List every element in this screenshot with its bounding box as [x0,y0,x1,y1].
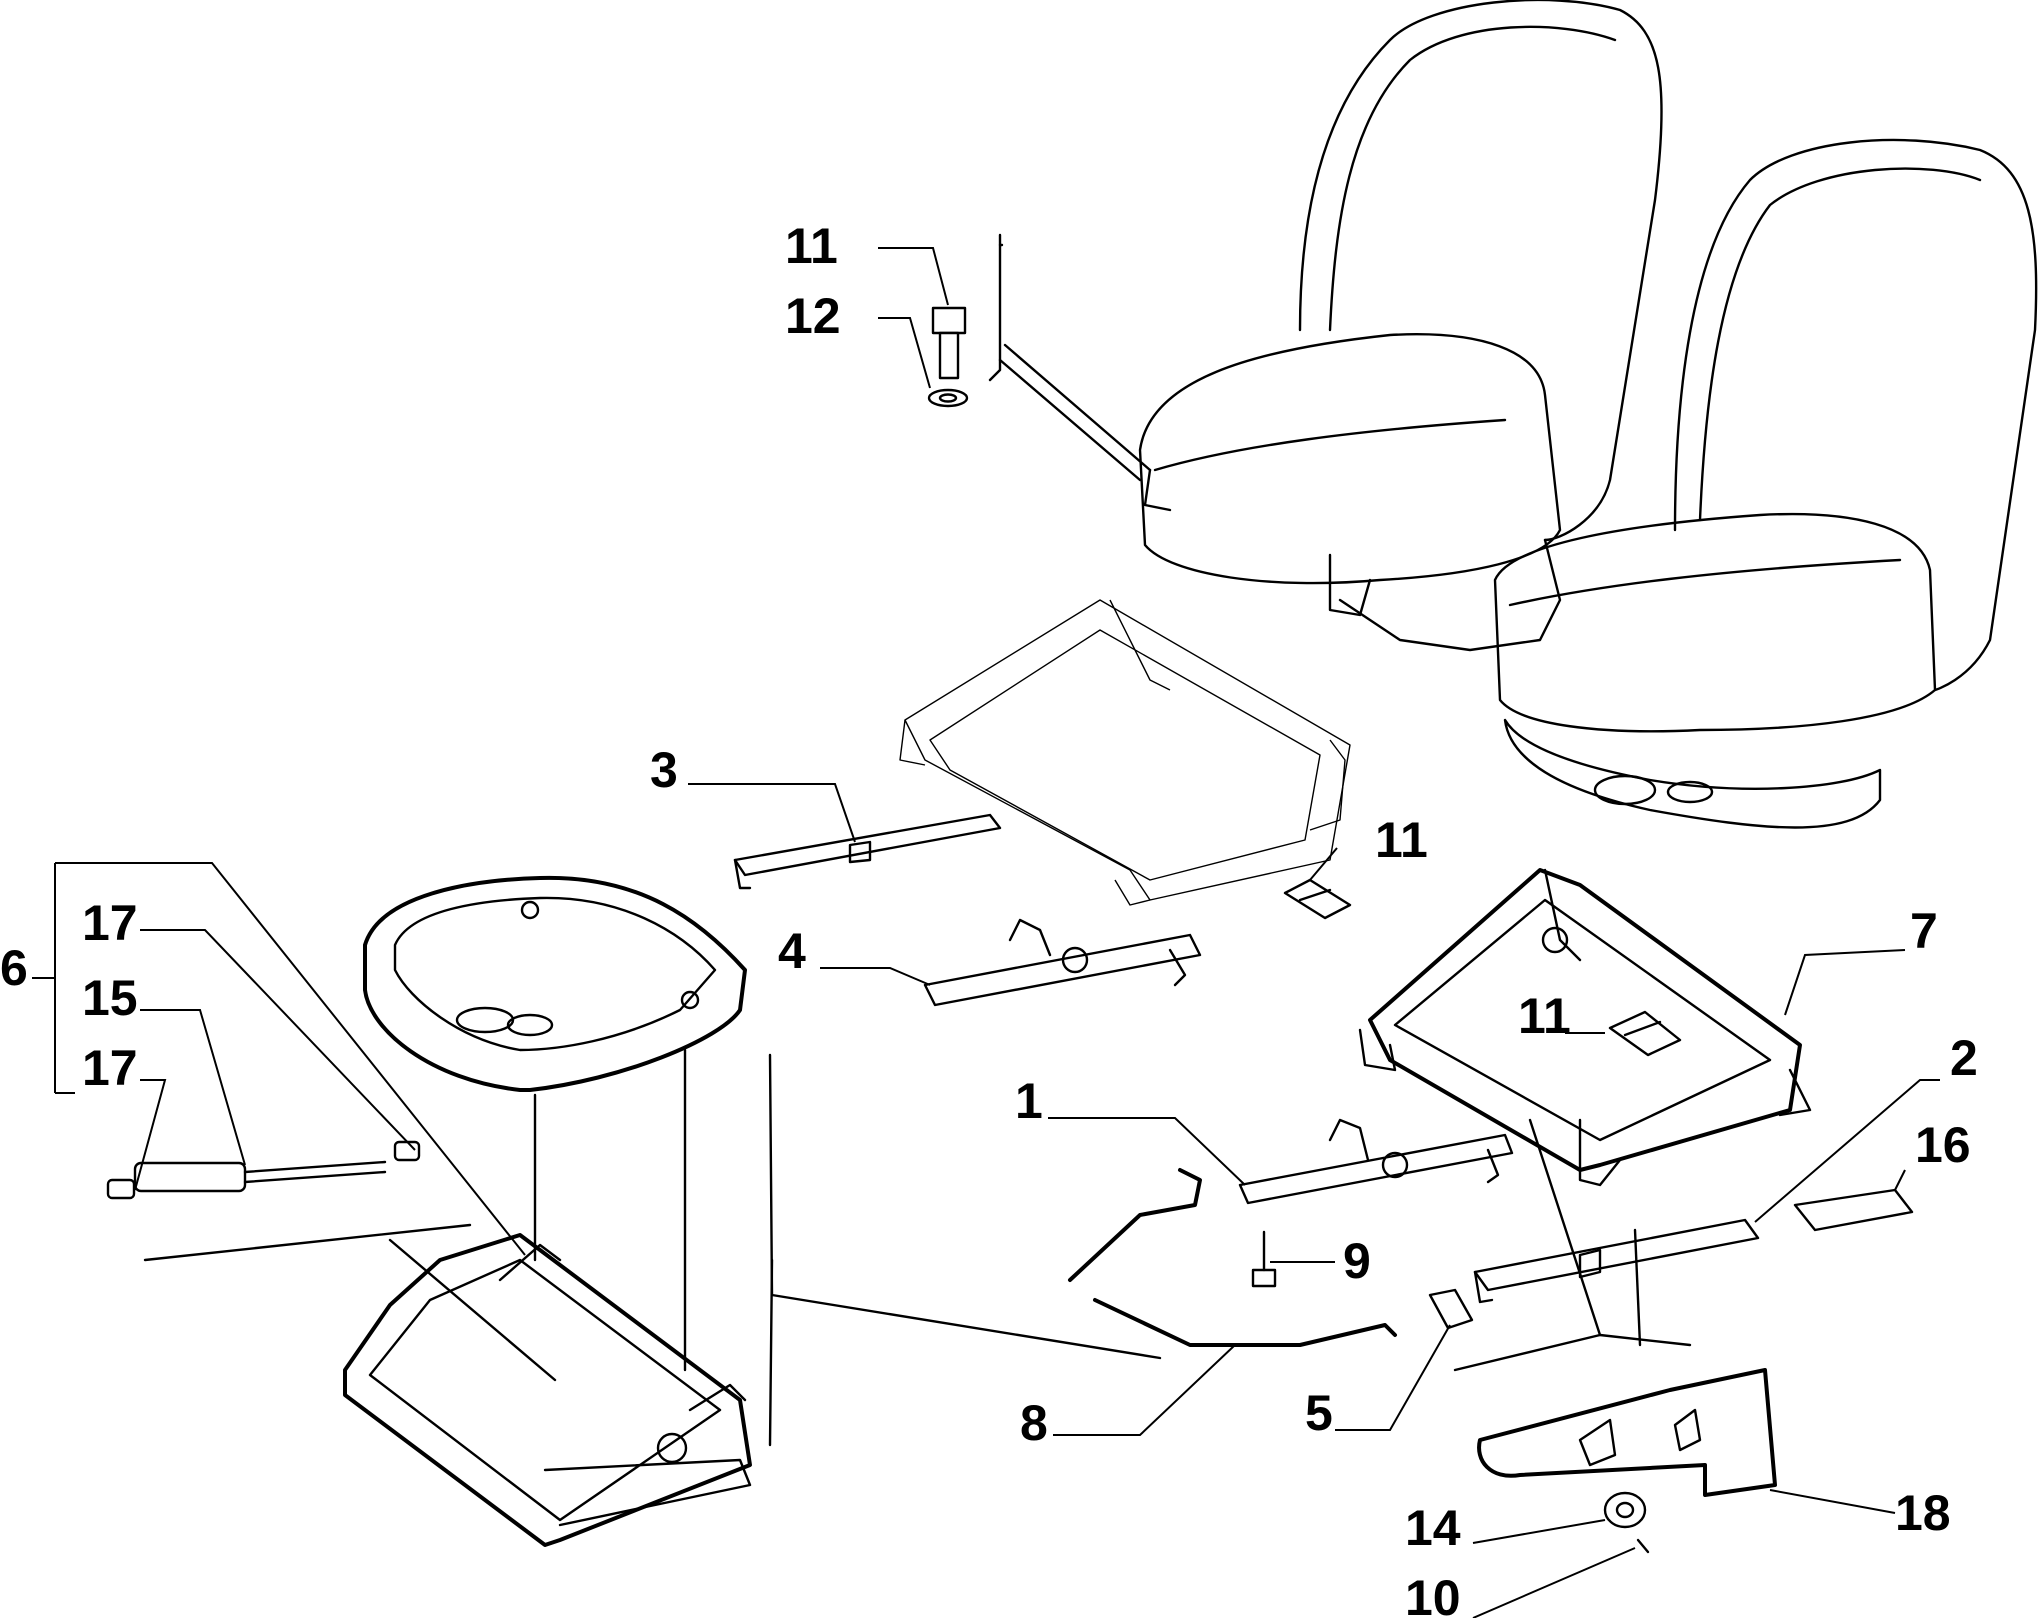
callout-7: 7 [1910,903,1938,959]
callout-2: 2 [1950,1030,1978,1086]
frame-ghost-outline [899,599,1351,906]
callout-18: 18 [1895,1485,1951,1541]
part-17-cap-right [393,1140,421,1162]
callout-4: 4 [778,923,806,979]
part-18-bracket [1477,1368,1777,1497]
part-15-strut [133,1160,387,1193]
part-17-cap-left [106,1178,136,1200]
leader-lines [32,247,1940,1618]
callout-15: 15 [82,970,138,1026]
callout-17-upper: 17 [82,895,138,951]
callout-13: 12 [785,288,841,344]
callout-1: 1 [1015,1073,1043,1129]
part-9-bolt [1251,1230,1277,1288]
callouts: 11 12 3 4 11 11 7 1 2 16 9 5 8 18 14 10 … [0,218,1978,1618]
callout-8: 8 [1020,1395,1048,1451]
part-2-rail [1473,1218,1760,1304]
callout-6: 6 [0,940,28,996]
part-8-rod [1068,1168,1397,1347]
seat-assembly-right [1493,138,2038,829]
callout-17-lower: 17 [82,1040,138,1096]
callout-10: 10 [1405,1570,1461,1618]
seat-pan-left [363,875,747,1092]
part-11-clip-lower [1608,1010,1682,1057]
part-4-slide [923,918,1202,1007]
seat-assembly-left [1138,0,1663,652]
part-11-clip-upper [1283,878,1352,920]
callout-3: 3 [650,742,678,798]
part-16-plate [1793,1188,1914,1232]
assembly-lines [143,233,1692,1447]
part-14-knob [1603,1491,1647,1529]
callout-5: 5 [1305,1385,1333,1441]
callout-14: 14 [1405,1500,1461,1556]
part-13-washer [927,388,969,408]
part-7-frame [1358,868,1812,1187]
lower-frame-left [343,1233,752,1547]
part-3-rail [733,813,1002,890]
part-10-screw [1636,1538,1650,1554]
callout-9: 9 [1343,1233,1371,1289]
callout-11-lower: 11 [1518,988,1571,1044]
callout-12: 11 [785,218,838,274]
part-12-bolt [931,306,967,380]
callout-16: 16 [1915,1117,1971,1173]
callout-11-upper: 11 [1375,812,1428,868]
part-1-slide [1238,1118,1514,1205]
part-5-clip [1428,1288,1474,1330]
